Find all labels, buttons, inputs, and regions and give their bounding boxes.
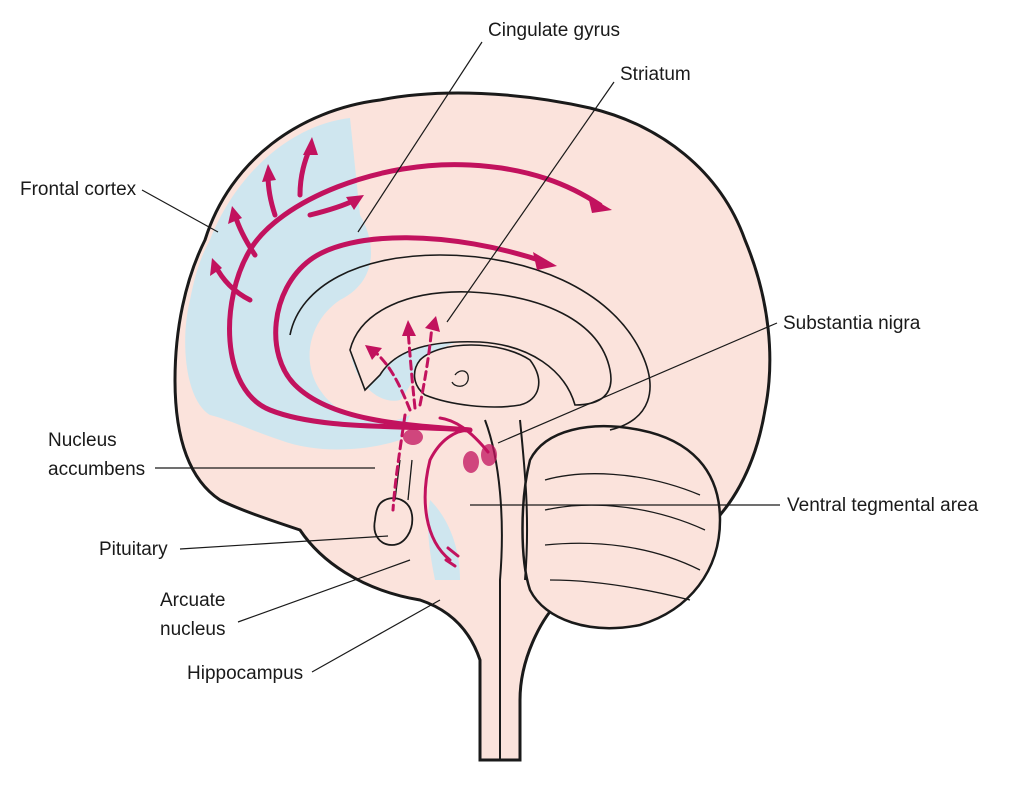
nucleus-dot-upper xyxy=(403,429,423,445)
pathway-arrowheads xyxy=(210,137,612,276)
nigrostriatal-pathway xyxy=(373,323,434,512)
label-arcuate-nucleus-line1: Arcuate xyxy=(160,590,225,611)
brainstem xyxy=(484,419,529,760)
corpus-callosum xyxy=(349,291,612,406)
striatum-arrowheads xyxy=(365,316,440,360)
substantia-nigra-nucleus xyxy=(481,444,497,466)
hippocampus-region xyxy=(427,500,460,580)
label-arcuate-nucleus-line2: nucleus xyxy=(160,619,226,640)
pituitary-gland xyxy=(373,497,414,546)
cingulate-gyrus-arc xyxy=(289,254,651,431)
label-frontal-cortex: Frontal cortex xyxy=(20,179,137,200)
label-nucleus-accumbens-line1: Nucleus xyxy=(48,430,117,451)
label-ventral-tegmental-area: Ventral tegmental area xyxy=(787,495,979,516)
mesolimbic-pathway xyxy=(423,416,490,568)
label-hippocampus: Hippocampus xyxy=(187,663,303,684)
cerebellum xyxy=(521,425,722,630)
ventral-tegmental-nucleus xyxy=(463,451,479,473)
label-cingulate-gyrus: Cingulate gyrus xyxy=(488,20,620,41)
label-striatum: Striatum xyxy=(620,64,691,85)
label-substantia-nigra: Substantia nigra xyxy=(783,313,921,334)
label-pituitary: Pituitary xyxy=(99,539,168,560)
cerebellum-folia xyxy=(544,473,706,601)
thalamus xyxy=(413,344,540,408)
leader-lines xyxy=(141,41,780,673)
thalamus-swirl xyxy=(451,370,469,387)
label-nucleus-accumbens-line2: accumbens xyxy=(48,459,145,480)
